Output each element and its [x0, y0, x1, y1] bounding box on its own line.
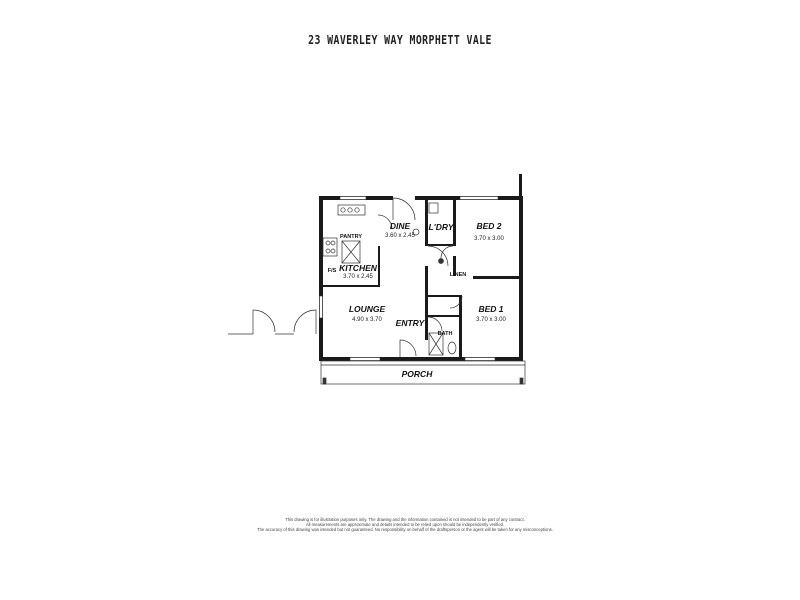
- room-label-dine: DINE: [390, 221, 411, 231]
- window-openings: [319, 196, 499, 361]
- room-dims-kitchen: 3.70 x 2.45: [343, 274, 373, 280]
- disclaimer-line-1: This drawing is for illustration purpose…: [285, 517, 525, 522]
- room-label-kitchen: KITCHEN: [339, 263, 378, 273]
- room-label-laundry: L'DRY: [428, 222, 454, 232]
- room-dims-lounge: 4.90 x 3.70: [352, 317, 382, 323]
- disclaimer-line-3: The accuracy of this drawing was intende…: [257, 527, 553, 532]
- kitchen-fixtures: [322, 204, 366, 264]
- room-label-entry: ENTRY: [396, 318, 426, 328]
- room-label-bed1: BED 1: [478, 304, 503, 314]
- room-label-linen: LINEN: [450, 272, 467, 278]
- door-swings: [228, 197, 463, 357]
- room-dims-bed2: 3.70 x 3.00: [474, 236, 504, 242]
- porch-structure: [320, 360, 526, 385]
- room-label-bath: BATH: [438, 331, 453, 337]
- disclaimer-line-2: All measurements are approximate and det…: [305, 522, 505, 527]
- room-dims-dine: 3.60 x 2.45: [385, 233, 415, 239]
- label-fridge-space: F/S: [328, 268, 337, 274]
- interior-walls: [323, 196, 523, 357]
- room-label-porch: PORCH: [402, 369, 434, 379]
- room-label-bed2: BED 2: [476, 221, 501, 231]
- plan-title: 23 WAVERLEY WAY MORPHETT VALE: [308, 33, 492, 47]
- disclaimer-text: This drawing is for illustration purpose…: [230, 517, 580, 532]
- room-label-lounge: LOUNGE: [349, 304, 386, 314]
- room-dims-bed1: 3.70 x 3.00: [476, 317, 506, 323]
- room-label-pantry: PANTRY: [340, 234, 362, 240]
- wet-area-fixtures: [412, 202, 457, 356]
